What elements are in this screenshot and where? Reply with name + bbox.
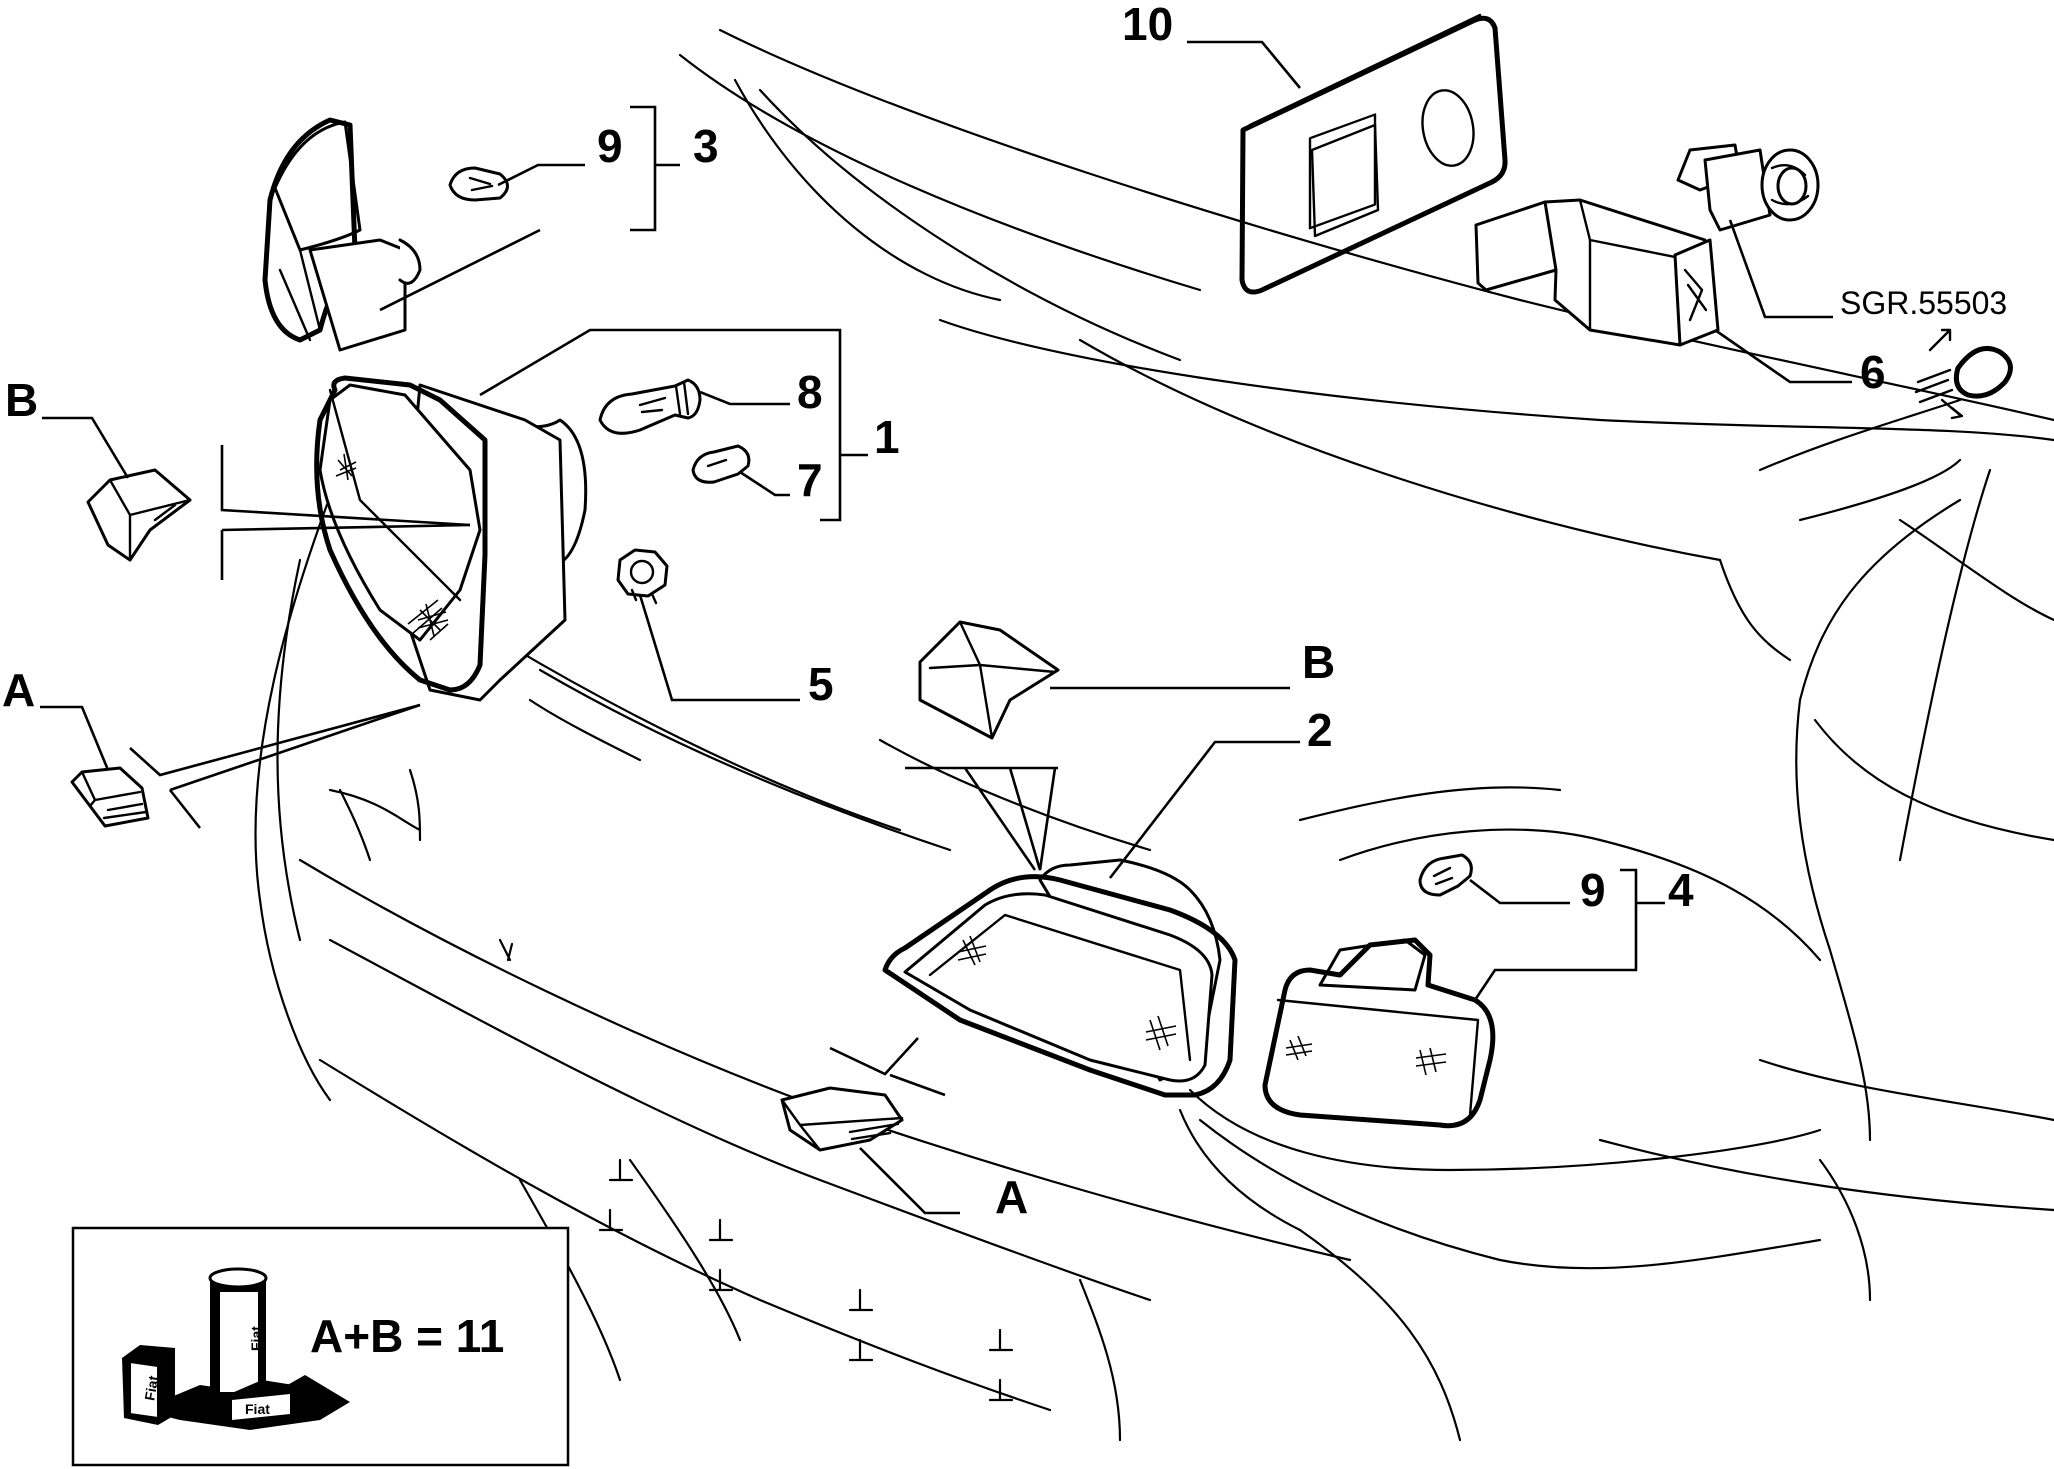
leader-lines xyxy=(40,40,1852,1215)
callout-10: 10 xyxy=(1122,0,1173,50)
callout-4: 4 xyxy=(1668,864,1694,916)
callout-1: 1 xyxy=(874,411,900,463)
clip-box-icon: Fiat xyxy=(122,1345,175,1425)
clip-b-center xyxy=(918,620,1060,740)
car-body-outline xyxy=(254,28,2054,1442)
kit-formula: A+B = 11 xyxy=(310,1310,504,1362)
bulb-7 xyxy=(691,444,751,484)
clip-a-upper xyxy=(70,766,150,828)
part-6-switch xyxy=(1474,143,1820,347)
part-10-plate xyxy=(1239,13,1508,295)
callout-8: 8 xyxy=(797,366,823,418)
part-3-repeater xyxy=(262,117,422,352)
callout-5: 5 xyxy=(808,658,834,710)
callout-7: 7 xyxy=(797,454,823,506)
tube-label: Fiat xyxy=(248,1326,264,1351)
callout-9-lower: 9 xyxy=(1580,864,1606,916)
part-5-nut xyxy=(616,548,669,605)
callout-a-upper: A xyxy=(2,664,35,716)
clip-box-icon-2: Fiat xyxy=(225,1380,300,1428)
clip-box-label: Fiat xyxy=(141,1374,161,1402)
reference-code: SGR.55503 xyxy=(1840,285,2007,321)
callout-b-center: B xyxy=(1302,636,1335,688)
clip-b-upper xyxy=(86,468,192,562)
callout-3: 3 xyxy=(693,120,719,172)
callout-6: 6 xyxy=(1860,346,1886,398)
kit-box: Fiat Fiat Fiat A+B = 11 xyxy=(71,1226,570,1467)
part-1-headlamp xyxy=(314,375,588,702)
callout-a-lower: A xyxy=(995,1171,1028,1223)
callout-b-upper: B xyxy=(5,374,38,426)
clip-a-lower xyxy=(780,1086,904,1152)
callout-2: 2 xyxy=(1307,704,1333,756)
callout-9-upper: 9 xyxy=(597,120,623,172)
light-direction-icon xyxy=(1914,328,2013,420)
bulb-9-lower xyxy=(1418,853,1473,897)
bulb-8 xyxy=(598,378,702,435)
clip-box-label-2: Fiat xyxy=(245,1401,270,1417)
grease-tube-icon: Fiat xyxy=(208,1267,268,1403)
part-2-foglamp xyxy=(882,858,1238,1098)
callout-labels: 10 9 3 8 1 7 5 B A B 2 6 9 4 A SGR.55503 xyxy=(2,0,2007,1223)
part-4-repeater xyxy=(1262,937,1496,1129)
bulb-9-upper xyxy=(448,166,509,202)
